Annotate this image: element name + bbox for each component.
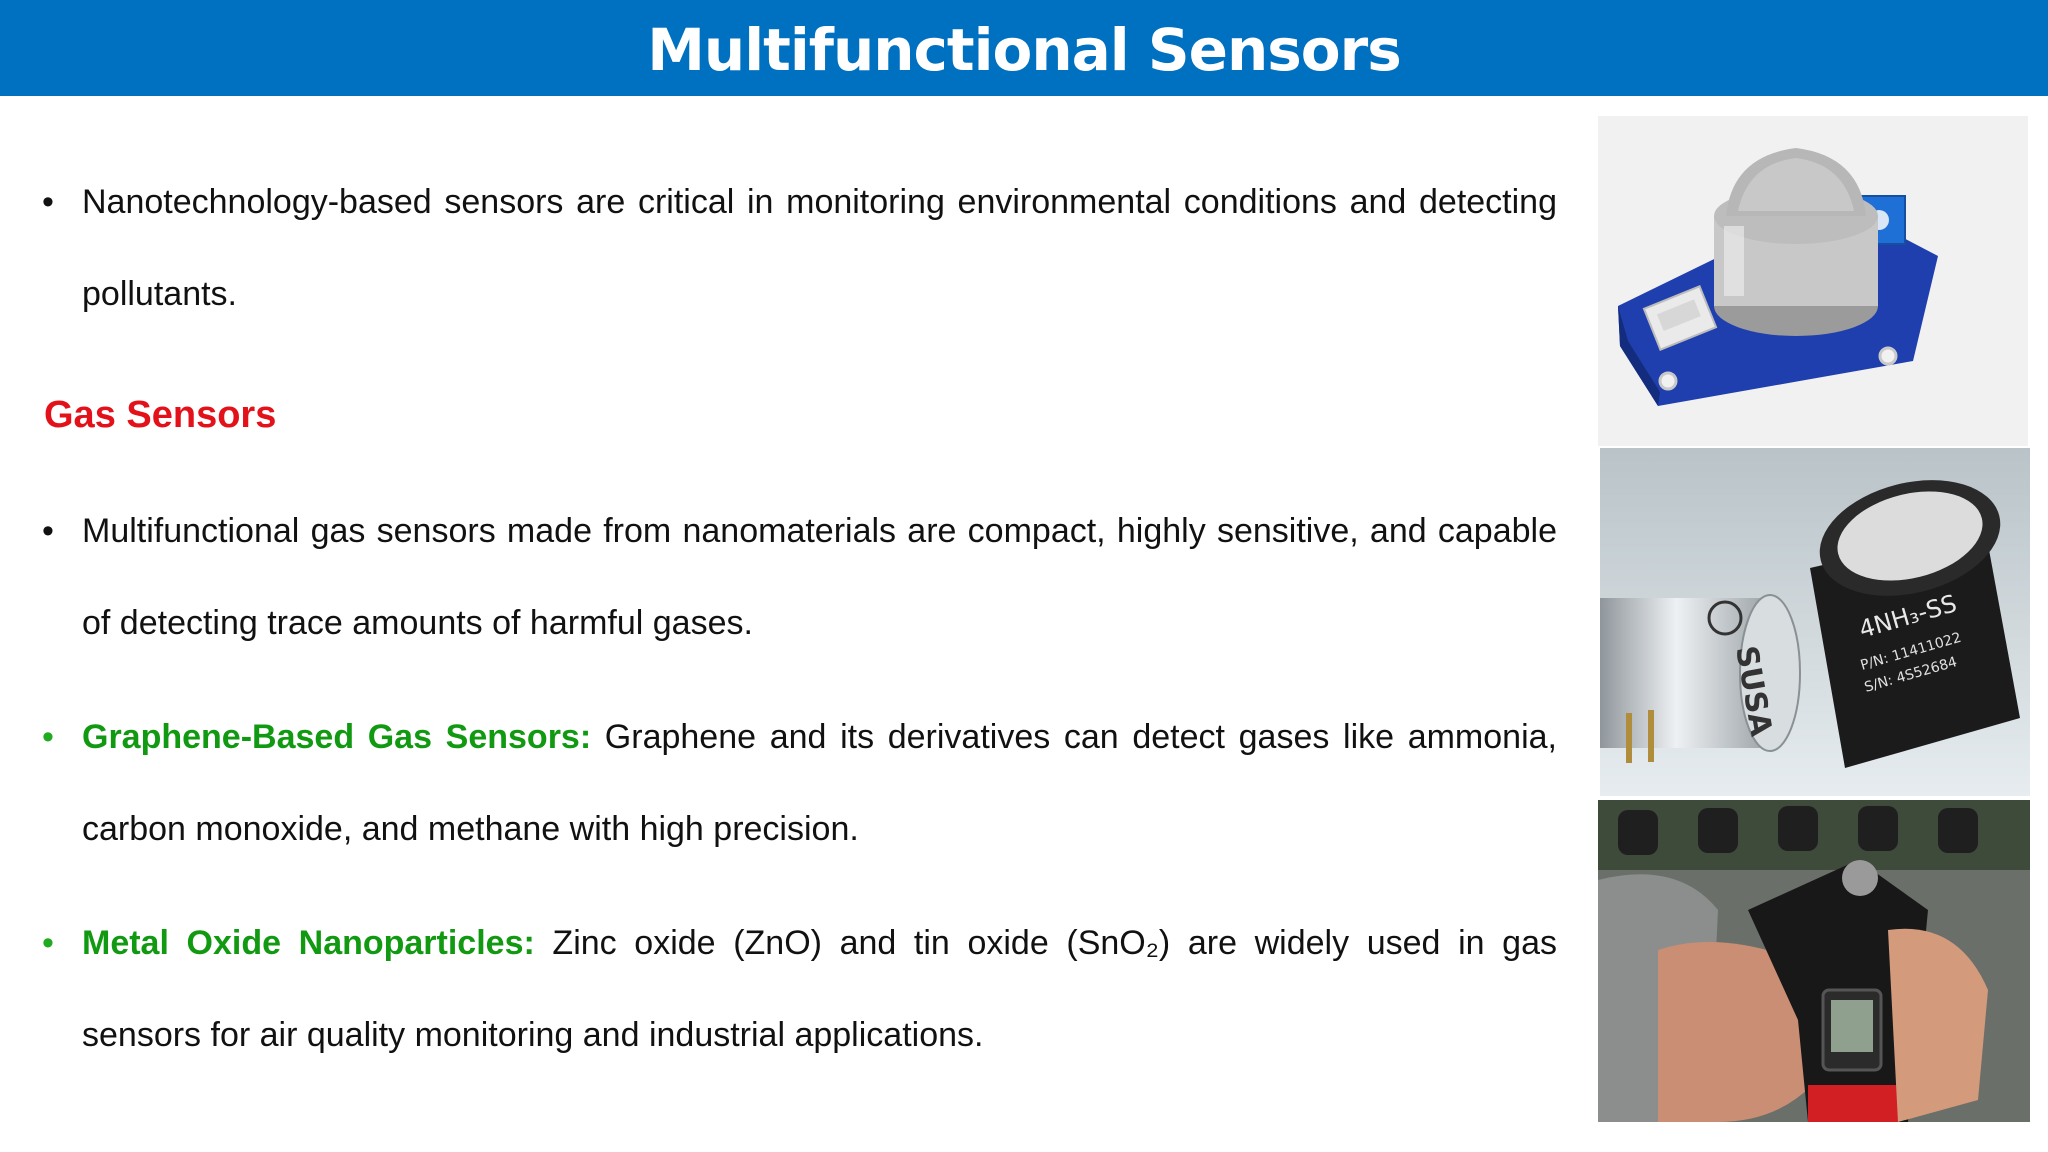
bullet-marker: •	[42, 183, 54, 221]
slide-title: Multifunctional Sensors	[647, 16, 1402, 84]
bullet-marker: •	[42, 718, 54, 756]
bullet-marker: •	[42, 512, 54, 550]
bullet-text: Multifunctional gas sensors made from na…	[82, 512, 1557, 642]
section-heading: Gas Sensors	[44, 394, 277, 436]
handheld-gas-detector-photo	[1598, 800, 2030, 1122]
bullet-paragraph-3: Metal Oxide Nanoparticles: Zinc oxide (Z…	[82, 897, 1557, 1081]
intro-paragraph: Nanotechnology-based sensors are critica…	[82, 183, 1557, 313]
title-bar	[0, 0, 2048, 96]
bullet-paragraph-2: Graphene-Based Gas Sensors: Graphene and…	[82, 691, 1557, 875]
bullet-paragraph-1: Multifunctional gas sensors made from na…	[82, 485, 1557, 669]
bullet-marker: •	[42, 924, 54, 962]
bullet-lead: Graphene-Based Gas Sensors:	[82, 718, 592, 756]
electrochemical-sensor-cells-photo: SUSA 4NH₃-SS P/N: 11411022 S/N: 4S52684	[1600, 448, 2030, 796]
gas-sensor-module-photo	[1598, 116, 2028, 446]
slide-content: • Nanotechnology-based sensors are criti…	[42, 183, 1557, 1081]
bullet-text: Graphene and its derivatives can detect …	[82, 718, 1557, 848]
bullet-lead: Metal Oxide Nanoparticles:	[82, 924, 535, 962]
bullet-text: Zinc oxide (ZnO) and tin oxide (SnO₂) ar…	[82, 924, 1557, 1054]
